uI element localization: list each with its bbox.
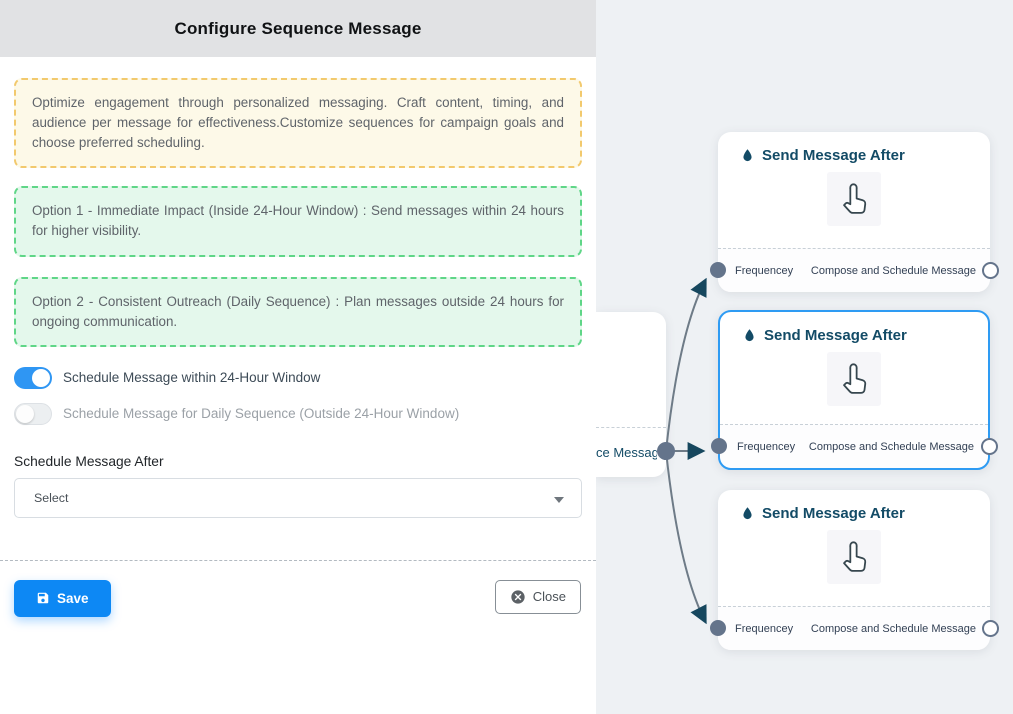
water-drop-icon [740, 505, 755, 522]
node-footer: Frequencey Compose and Schedule Message [718, 606, 990, 650]
within-24h-toggle-label: Schedule Message within 24-Hour Window [63, 370, 321, 386]
frequency-handle-label: Frequencey [737, 440, 796, 453]
panel-body: Optimize engagement through personalized… [0, 57, 596, 617]
compose-handle-label: Compose and Schedule Message [810, 622, 976, 635]
tap-hand-icon[interactable] [827, 530, 881, 584]
water-drop-icon [742, 327, 757, 344]
toggle-knob [16, 404, 34, 423]
within-24h-toggle[interactable] [14, 366, 52, 389]
send-message-after-node-1[interactable]: Send Message After Frequencey Compose an… [710, 132, 999, 292]
save-icon [36, 591, 50, 605]
caret-down-icon [554, 496, 564, 503]
close-button[interactable]: Close [494, 579, 581, 614]
tap-hand-icon[interactable] [827, 352, 881, 406]
daily-sequence-toggle[interactable] [14, 402, 52, 425]
node-title-row: Send Message After [720, 312, 988, 344]
node-input-handle[interactable] [711, 438, 727, 454]
node-title-row: Send Message After [718, 490, 990, 522]
node-title-row: Send Message After [718, 132, 990, 164]
node-input-handle[interactable] [710, 262, 726, 278]
source-node-card[interactable]: ce Message [596, 312, 674, 477]
toggle-row-within-24h: Schedule Message within 24-Hour Window [14, 366, 582, 389]
schedule-after-select[interactable]: Select [14, 477, 582, 518]
source-node-footer: ce Message [596, 427, 666, 477]
node-body [718, 530, 990, 592]
compose-handle-label: Compose and Schedule Message [810, 264, 976, 277]
close-icon [510, 589, 526, 605]
toggle-row-daily-sequence: Schedule Message for Daily Sequence (Out… [14, 402, 582, 425]
option2-info-box: Option 2 - Consistent Outreach (Daily Se… [14, 276, 582, 347]
source-output-handle[interactable] [658, 444, 674, 460]
send-message-after-node-3[interactable]: Send Message After Frequencey Compose an… [710, 490, 999, 650]
save-button[interactable]: Save [14, 579, 111, 617]
node-output-handle[interactable] [982, 620, 999, 637]
frequency-handle-label: Frequencey [735, 264, 794, 277]
node-footer: Frequencey Compose and Schedule Message [720, 424, 988, 468]
node-footer: Frequencey Compose and Schedule Message [718, 248, 990, 292]
source-node-label: ce Message [596, 445, 657, 460]
node-body [718, 172, 990, 234]
frequency-handle-label: Frequencey [735, 622, 794, 635]
panel-header: Configure Sequence Message [0, 0, 596, 57]
node-title: Send Message After [762, 147, 905, 164]
edge-to-node-3 [665, 450, 707, 625]
footer-divider [0, 559, 596, 561]
save-button-label: Save [57, 590, 89, 606]
node-input-handle[interactable] [710, 620, 726, 636]
compose-handle-label: Compose and Schedule Message [808, 440, 974, 453]
toggle-knob [32, 368, 50, 387]
edge-to-node-1 [665, 277, 707, 452]
node-title: Send Message After [762, 505, 905, 522]
close-button-label: Close [532, 589, 566, 605]
configure-sequence-panel: Configure Sequence Message Optimize enga… [0, 0, 596, 617]
node-body [720, 352, 988, 414]
schedule-after-label: Schedule Message After [14, 453, 164, 469]
tap-hand-icon[interactable] [827, 172, 881, 226]
send-message-after-node-2[interactable]: Send Message After Frequencey Compose an… [711, 310, 998, 470]
water-drop-icon [740, 147, 755, 164]
action-button-row: Save Close [14, 579, 582, 617]
intro-info-box: Optimize engagement through personalized… [14, 78, 582, 169]
sequence-flow-canvas[interactable]: ce Message Send Message After Frequencey… [596, 0, 1013, 714]
node-output-handle[interactable] [982, 262, 999, 279]
node-output-handle[interactable] [981, 438, 998, 455]
select-value: Select [34, 490, 69, 505]
option1-info-box: Option 1 - Immediate Impact (Inside 24-H… [14, 186, 582, 257]
daily-sequence-toggle-label: Schedule Message for Daily Sequence (Out… [63, 406, 460, 422]
page-title: Configure Sequence Message [174, 18, 422, 38]
node-title: Send Message After [764, 327, 907, 344]
